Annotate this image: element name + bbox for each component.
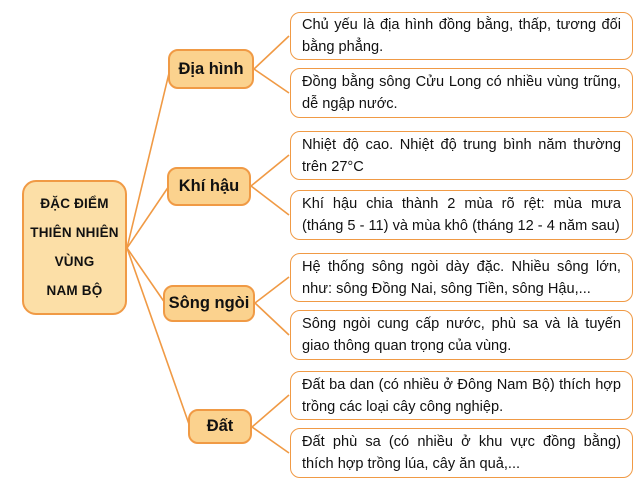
link-root-dia-hinh bbox=[126, 68, 171, 249]
branch-node-khi-hau: Khí hậu bbox=[167, 167, 251, 206]
detail-text-line: Đồng bằng sông Cửu Long có nhiều vùng tr… bbox=[302, 74, 621, 90]
detail-text-line: Đất ba dan (có nhiều ở Đông Nam Bộ) thíc… bbox=[302, 376, 621, 393]
detail-text-line: bằng phẳng. bbox=[302, 39, 384, 55]
root-title-line: ĐẶC ĐIỂM bbox=[40, 196, 109, 212]
detail-text-line: giao thông quan trọng của vùng. bbox=[302, 338, 512, 354]
detail-text-line: Đất phù sa (có nhiều ở khu vực đồng bằng… bbox=[302, 434, 621, 450]
detail-text-line: trên 27°C bbox=[302, 158, 364, 175]
detail-text-line: trồng các loại cây công nghiệp. bbox=[302, 398, 504, 415]
link-root-khi-hau bbox=[126, 185, 170, 249]
branch-node-song-ngoi: Sông ngòi bbox=[163, 285, 255, 322]
detail-text-line: thích hợp trồng lúa, cây ăn quả,... bbox=[302, 456, 521, 472]
root-title-line: NAM BỘ bbox=[46, 283, 103, 299]
detail-text-line: Nhiệt độ cao. Nhiệt độ trung bình năm th… bbox=[302, 136, 621, 153]
detail-text-line: Khí hậu chia thành 2 mùa rõ rệt: mùa mưa bbox=[302, 196, 621, 212]
detail-text-line: Hệ thống sông ngòi dày đặc. Nhiều sông l… bbox=[302, 258, 621, 275]
link-dat-detail-2 bbox=[251, 426, 290, 454]
detail-text-line: như: sông Đồng Nai, sông Tiền, sông Hậu,… bbox=[302, 280, 591, 297]
detail-text-line: (tháng 5 - 11) và mùa khô (tháng 12 - 4 … bbox=[302, 218, 620, 234]
detail-text-line: Chủ yếu là địa hình đồng bằng, thấp, tươ… bbox=[302, 17, 621, 33]
link-dat-detail-1 bbox=[251, 394, 290, 428]
link-khi-hau-detail-2 bbox=[250, 185, 290, 216]
detail-text-line: dễ ngập nước. bbox=[302, 96, 398, 112]
link-song-ngoi-detail-2 bbox=[254, 302, 290, 336]
link-khi-hau-detail-1 bbox=[250, 154, 290, 187]
detail-node-terrain-2: Đồng bằng sông Cửu Long có nhiều vùng tr… bbox=[290, 68, 633, 118]
detail-node-climate-2: Khí hậu chia thành 2 mùa rõ rệt: mùa mưa… bbox=[290, 190, 633, 240]
detail-node-terrain-1: Chủ yếu là địa hình đồng bằng, thấp, tươ… bbox=[290, 12, 633, 60]
detail-node-soil-1: Đất ba dan (có nhiều ở Đông Nam Bộ) thíc… bbox=[290, 371, 633, 420]
link-dia-hinh-detail-1 bbox=[253, 35, 290, 70]
root-node: ĐẶC ĐIỂM THIÊN NHIÊN VÙNG NAM BỘ bbox=[22, 180, 127, 315]
link-dia-hinh-detail-2 bbox=[253, 68, 290, 94]
link-song-ngoi-detail-1 bbox=[254, 276, 290, 304]
detail-node-rivers-2: Sông ngòi cung cấp nước, phù sa và là tu… bbox=[290, 310, 633, 360]
branch-node-dat: Đất bbox=[188, 409, 252, 444]
link-root-dat bbox=[126, 247, 191, 428]
detail-node-soil-2: Đất phù sa (có nhiều ở khu vực đồng bằng… bbox=[290, 428, 633, 478]
detail-node-climate-1: Nhiệt độ cao. Nhiệt độ trung bình năm th… bbox=[290, 131, 633, 180]
root-title-line: VÙNG bbox=[54, 254, 95, 270]
link-root-song-ngoi bbox=[126, 247, 166, 304]
detail-text-line: Sông ngòi cung cấp nước, phù sa và là tu… bbox=[302, 316, 621, 332]
root-title-line: THIÊN NHIÊN bbox=[30, 225, 119, 241]
detail-node-rivers-1: Hệ thống sông ngòi dày đặc. Nhiều sông l… bbox=[290, 253, 633, 302]
branch-node-dia-hinh: Địa hình bbox=[168, 49, 254, 89]
